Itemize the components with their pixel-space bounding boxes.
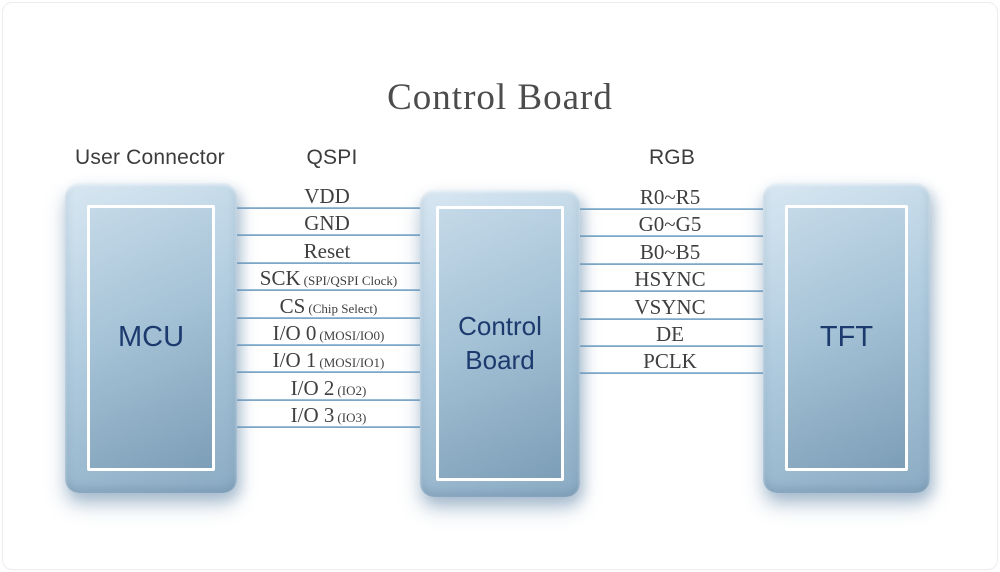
signal-line	[580, 262, 763, 265]
signal-row: SCK(SPI/QSPI Clock)	[237, 264, 420, 292]
signal-name: B0~B5	[639, 239, 701, 264]
signal-name: PCLK	[643, 349, 697, 374]
signal-name: VSYNC	[634, 294, 706, 319]
signal-note: (Chip Select)	[308, 300, 378, 316]
signal-line	[580, 344, 763, 347]
signal-name: I/O 1	[272, 348, 317, 373]
signal-row: I/O 3(IO3)	[237, 401, 420, 429]
signal-label: SCK(SPI/QSPI Clock)	[225, 268, 432, 289]
signal-line	[237, 316, 420, 319]
signal-label: VDD	[225, 183, 432, 208]
signal-name: I/O 2	[290, 375, 335, 400]
signal-note: (SPI/QSPI Clock)	[303, 273, 398, 289]
signal-row: I/O 1(MOSI/IO1)	[237, 346, 420, 374]
signal-row: PCLK	[580, 347, 763, 375]
mcu-block: MCU	[65, 183, 237, 493]
signal-label: HSYNC	[568, 269, 775, 290]
signal-line	[580, 207, 763, 210]
signal-name: Reset	[303, 238, 351, 263]
signal-row: HSYNC	[580, 265, 763, 293]
signal-line	[237, 398, 420, 401]
signal-label: I/O 2(IO2)	[225, 375, 432, 400]
signal-row: R0~R5	[580, 183, 763, 210]
signal-note: (MOSI/IO0)	[319, 327, 385, 343]
signal-name: SCK	[259, 266, 301, 291]
control-board-label: Control Board	[436, 206, 564, 481]
signal-name: DE	[656, 321, 684, 346]
diagram-title: Control Board	[387, 77, 613, 118]
signal-line	[580, 290, 763, 293]
label-qspi: QSPI	[306, 146, 358, 169]
signal-line	[580, 372, 763, 375]
signal-label: CS(Chip Select)	[225, 293, 432, 318]
signal-name: CS	[279, 293, 306, 318]
label-user-connector: User Connector	[75, 146, 225, 169]
signal-name: R0~R5	[639, 184, 701, 209]
signal-row: Reset	[237, 236, 420, 264]
signal-line	[237, 343, 420, 346]
signal-label: I/O 0(MOSI/IO0)	[225, 320, 432, 345]
label-rgb: RGB	[648, 146, 696, 169]
signal-row: B0~B5	[580, 237, 763, 265]
signal-line	[237, 234, 420, 237]
signal-line	[580, 317, 763, 320]
signal-note: (IO3)	[337, 410, 367, 426]
signal-label: I/O 3(IO3)	[225, 405, 432, 426]
signal-row: VDD	[237, 182, 420, 209]
signal-name: I/O 3	[290, 403, 335, 428]
signal-row: DE	[580, 320, 763, 347]
signal-line	[237, 206, 420, 209]
signal-row: VSYNC	[580, 292, 763, 320]
signal-label: R0~R5	[568, 184, 775, 209]
signal-name: G0~G5	[638, 212, 702, 237]
qspi-bus: VDD GND Reset SCK(SPI/QSPI Clock)	[237, 182, 420, 429]
signal-name: HSYNC	[634, 267, 706, 292]
signal-line	[237, 426, 420, 429]
rgb-bus: R0~R5 G0~G5 B0~B5 HSYNC VSYNC	[580, 183, 763, 375]
signal-label: GND	[225, 213, 432, 234]
tft-label: TFT	[785, 205, 908, 471]
signal-note: (MOSI/IO1)	[319, 355, 385, 371]
tft-block: TFT	[763, 183, 930, 493]
signal-row: I/O 2(IO2)	[237, 373, 420, 401]
signal-label: DE	[568, 321, 775, 346]
signal-name: VDD	[304, 183, 350, 208]
signal-note: (IO2)	[337, 382, 367, 398]
signal-line	[237, 371, 420, 374]
signal-label: I/O 1(MOSI/IO1)	[225, 350, 432, 371]
signal-name: GND	[304, 211, 350, 236]
signal-row: GND	[237, 209, 420, 237]
signal-line	[237, 261, 420, 264]
control-board-block: Control Board	[420, 190, 580, 497]
signal-line	[237, 289, 420, 292]
signal-label: Reset	[225, 238, 432, 263]
signal-label: B0~B5	[568, 239, 775, 264]
signal-row: G0~G5	[580, 210, 763, 238]
signal-row: I/O 0(MOSI/IO0)	[237, 319, 420, 346]
signal-label: PCLK	[568, 351, 775, 372]
mcu-label: MCU	[87, 205, 215, 471]
signal-name: I/O 0	[272, 320, 317, 345]
signal-line	[580, 235, 763, 238]
signal-label: VSYNC	[568, 294, 775, 319]
signal-label: G0~G5	[568, 214, 775, 235]
signal-row: CS(Chip Select)	[237, 291, 420, 319]
